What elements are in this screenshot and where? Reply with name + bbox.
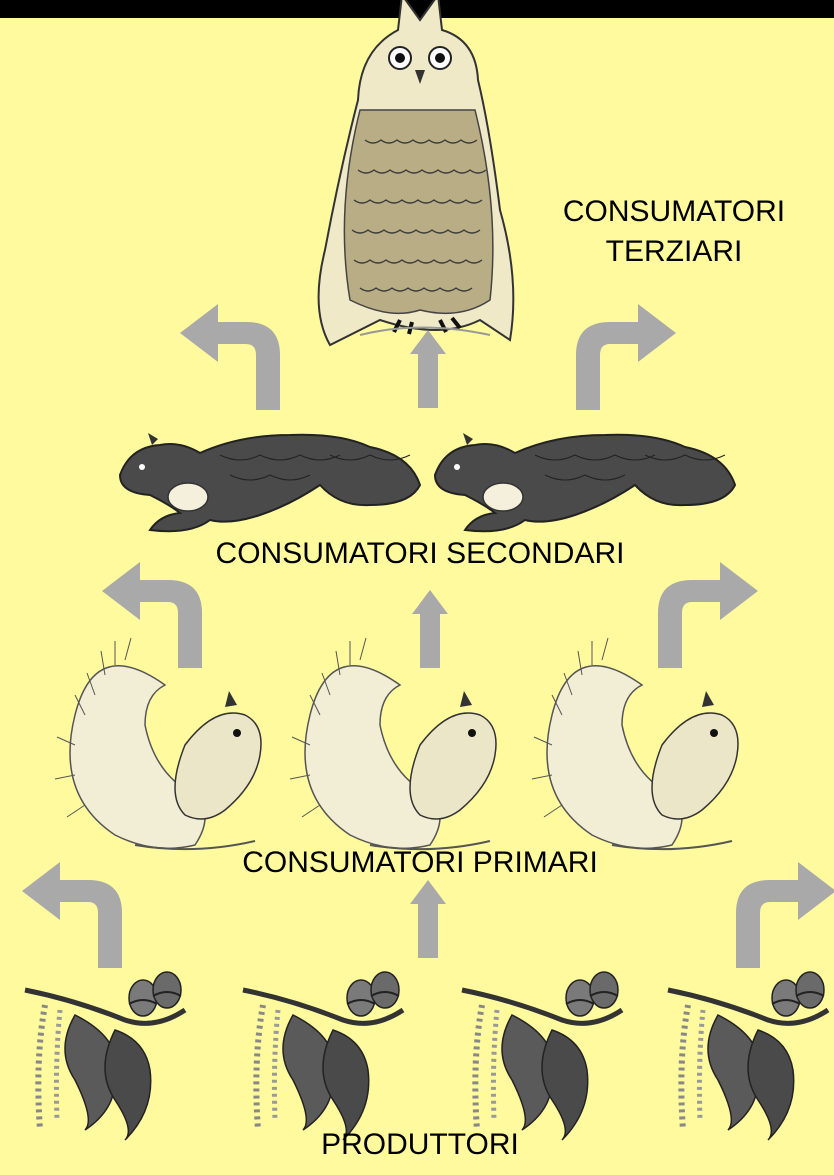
secondary-marten xyxy=(435,433,735,531)
arrow-curve-right-icon xyxy=(736,862,834,968)
producer-oak-branch xyxy=(462,972,622,1140)
arrow-curve-right-icon xyxy=(576,304,676,410)
label-producers: PRODUTTORI xyxy=(280,1128,560,1162)
primary-squirrel xyxy=(55,638,261,849)
label-secondary: CONSUMATORI SECONDARI xyxy=(150,537,690,571)
arrow-curve-left-icon xyxy=(22,862,122,968)
tertiary-owl xyxy=(319,0,514,345)
arrow-curve-left-icon xyxy=(102,562,202,668)
arrow-curve-right-icon xyxy=(658,562,758,668)
producer-oak-branch xyxy=(25,972,185,1140)
label-primary: CONSUMATORI PRIMARI xyxy=(170,846,670,880)
primary-squirrel xyxy=(532,638,738,849)
producer-oak-branch xyxy=(668,972,828,1140)
label-tertiary-line2: TERZIARI xyxy=(538,235,810,269)
label-tertiary-line1: CONSUMATORI xyxy=(538,195,810,229)
arrow-curve-left-icon xyxy=(180,304,280,410)
producer-oak-branch xyxy=(243,972,403,1140)
primary-squirrel xyxy=(290,638,496,849)
arrow-up-icon xyxy=(412,590,448,668)
arrow-up-icon xyxy=(410,880,446,958)
secondary-marten xyxy=(120,433,420,531)
arrow-up-icon xyxy=(410,330,446,408)
